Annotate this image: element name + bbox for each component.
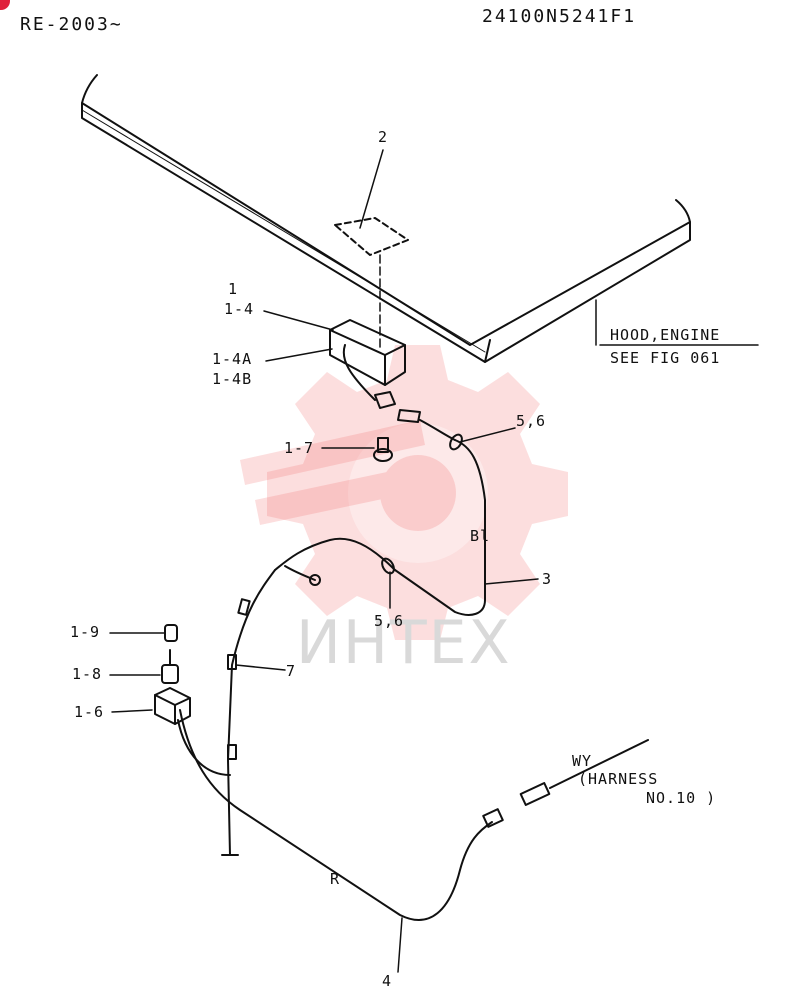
watermark-gear-icon [267, 345, 568, 640]
cable-4 [179, 709, 493, 921]
bolt-1-7 [377, 437, 389, 453]
callout-1-4b: 1-4B [212, 370, 253, 388]
plug-1-9 [164, 624, 178, 642]
watermark-bands [240, 420, 456, 531]
callout-r: R [330, 870, 341, 888]
callout-2: 2 [378, 128, 389, 146]
leader-2 [359, 149, 384, 229]
callout-1-4: 1-4 [224, 300, 255, 318]
callout-7: 7 [286, 662, 297, 680]
callout-4: 4 [382, 972, 393, 990]
callout-5-6-lower: 5,6 [374, 612, 405, 630]
callout-1-9: 1-9 [70, 623, 101, 641]
callout-bl: Bl [470, 527, 491, 545]
callout-5-6-upper: 5,6 [516, 412, 547, 430]
corner-marker [0, 0, 10, 10]
reference-hood-line2: SEE FIG 061 [610, 349, 721, 367]
reference-hood-line1: HOOD,ENGINE [610, 326, 721, 344]
hood-panel-inner [81, 109, 486, 353]
callout-1-7: 1-7 [284, 439, 315, 457]
header-serial: RE-2003∼ [20, 14, 123, 35]
watermark-swoosh [348, 423, 488, 563]
header-part-code: 24100N5241F1 [482, 6, 637, 27]
callout-1-8: 1-8 [72, 665, 103, 683]
callout-1-6: 1-6 [74, 703, 105, 721]
callout-1: 1 [228, 280, 239, 298]
plate-2 [334, 217, 409, 256]
cable-3 [394, 439, 486, 616]
hood-panel-side [484, 221, 691, 363]
switch-body [329, 319, 406, 386]
harness-line2: NO.10 ) [646, 789, 717, 807]
cable-7 [227, 569, 276, 856]
watermark-text: ИНТЕХ [296, 608, 512, 678]
harness-color-code: WY [572, 752, 593, 770]
harness-line1: (HARNESS [578, 770, 659, 788]
block-1-6 [154, 687, 191, 725]
callout-1-4a: 1-4A [212, 350, 253, 368]
hood-panel-edge [81, 74, 691, 346]
callout-3: 3 [542, 570, 553, 588]
connector-1-8 [161, 664, 179, 684]
